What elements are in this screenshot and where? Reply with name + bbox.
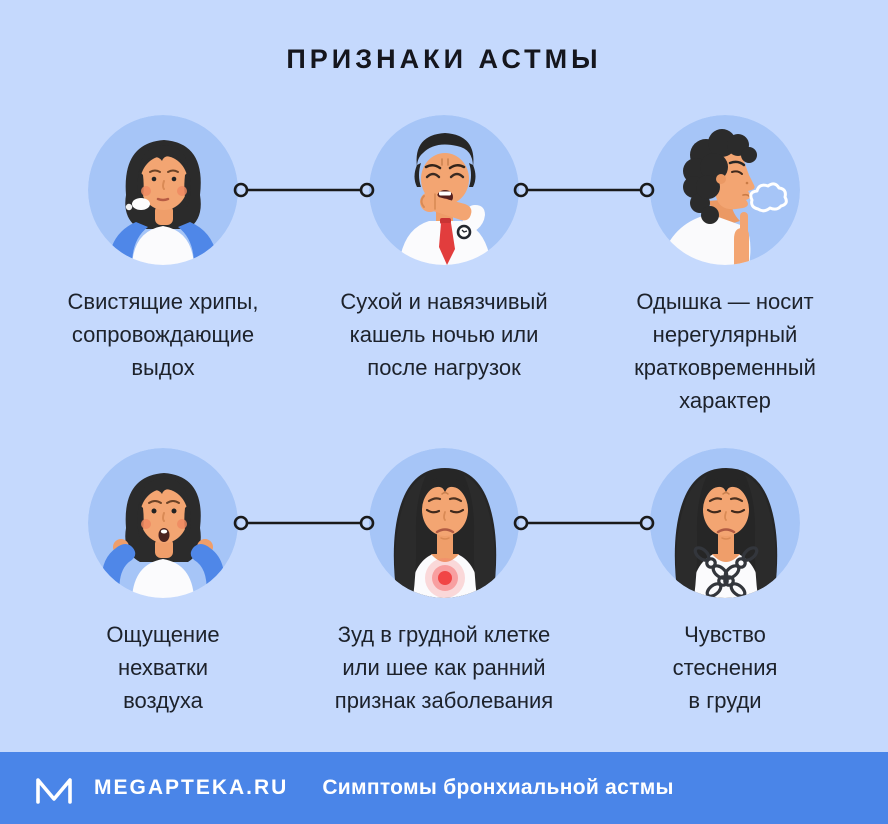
woman-chest-itch-icon <box>369 448 519 598</box>
symptom-card-chest-tightness: Чувство стеснения в груди <box>575 448 875 717</box>
megapteka-logo-icon <box>36 778 72 804</box>
symptom-caption: Свистящие хрипы, сопровождающие выдох <box>67 289 259 380</box>
connector-line <box>233 182 375 198</box>
man-shortness-of-breath-icon <box>650 115 800 265</box>
page-title: ПРИЗНАКИ АСТМЫ <box>286 44 602 74</box>
woman-gasping-icon <box>88 448 238 598</box>
footer-tagline: Симптомы бронхиальной астмы <box>322 776 674 799</box>
connector-line <box>513 182 655 198</box>
symptom-caption: Сухой и навязчивый кашель ночью или посл… <box>340 289 548 380</box>
symptom-card-air-shortage: Ощущение нехватки воздуха <box>13 448 313 717</box>
man-coughing-icon <box>369 115 519 265</box>
symptom-caption: Чувство стеснения в груди <box>672 622 778 713</box>
connector-line <box>233 515 375 531</box>
symptom-caption: Ощущение нехватки воздуха <box>106 622 220 713</box>
symptom-caption: Зуд в грудной клетке или шее как ранний … <box>334 622 554 713</box>
footer-bar: MEGAPTEKA.RU Симптомы бронхиальной астмы <box>0 752 888 824</box>
connector-line <box>513 515 655 531</box>
symptom-card-cough: Сухой и навязчивый кашель ночью или посл… <box>294 115 594 384</box>
symptom-card-chest-itch: Зуд в грудной клетке или шее как ранний … <box>294 448 594 717</box>
brand-name: MEGAPTEKA.RU <box>94 776 289 799</box>
symptom-caption: Одышка — носит нерегулярный кратковремен… <box>634 289 816 413</box>
woman-chest-tightness-icon <box>650 448 800 598</box>
symptom-card-wheezing: Свистящие хрипы, сопровождающие выдох <box>13 115 313 384</box>
woman-wheezing-icon <box>88 115 238 265</box>
symptom-card-dyspnea: Одышка — носит нерегулярный кратковремен… <box>575 115 875 417</box>
